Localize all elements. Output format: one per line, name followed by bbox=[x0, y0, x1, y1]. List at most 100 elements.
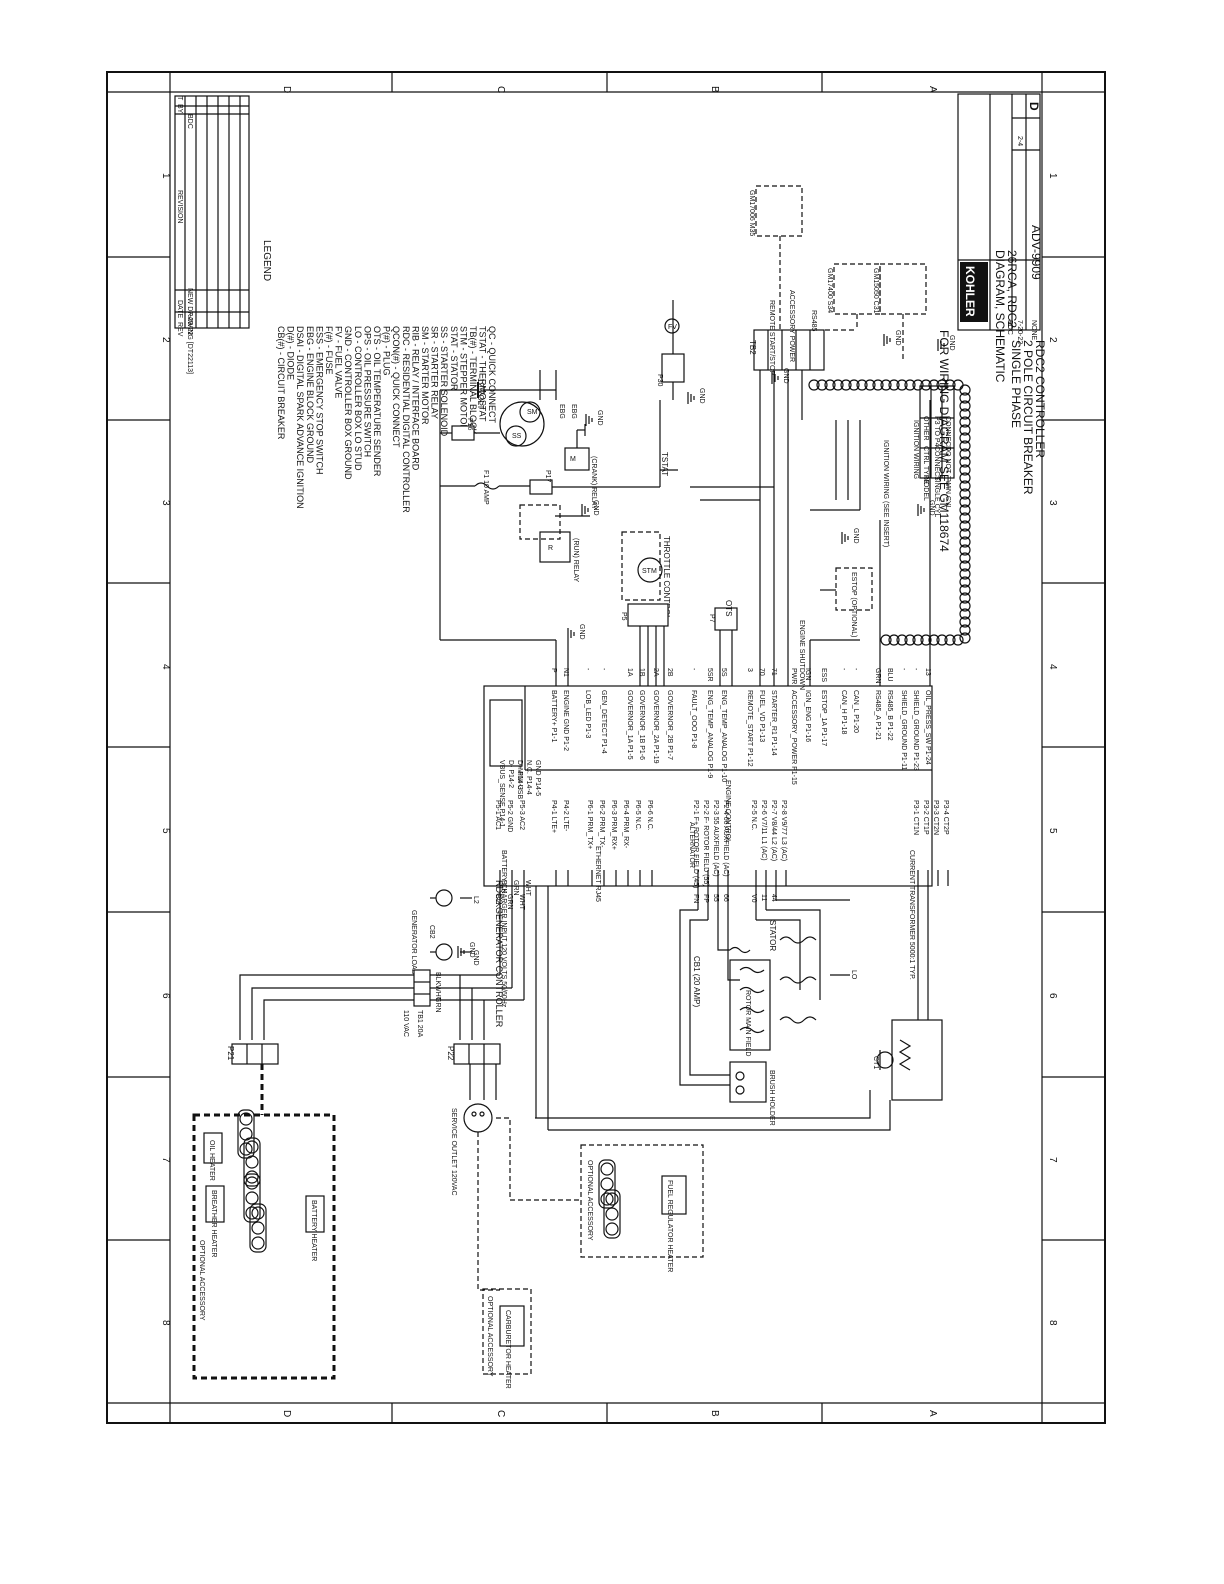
controller-pin: P2-5 N.C. bbox=[750, 800, 757, 831]
wire-label: - bbox=[912, 668, 919, 671]
fuel-valve: FV bbox=[664, 318, 680, 334]
engine-shutdown-label: ENGINE SHUTDOWN bbox=[798, 620, 805, 690]
twisted-pair-loop bbox=[848, 379, 860, 391]
svg-text:P30: P30 bbox=[656, 374, 663, 387]
p21-connector: P21 bbox=[226, 1043, 279, 1115]
controller-pin: P2-8 V9/77 L3 (AC) bbox=[780, 800, 787, 861]
twisted-pair-loop bbox=[959, 512, 971, 524]
twisted-pair-loop bbox=[888, 634, 900, 646]
svg-text:STM: STM bbox=[642, 568, 657, 575]
wire-label: 5S bbox=[720, 668, 727, 677]
twisted-pair-loop bbox=[944, 634, 956, 646]
controller-pin: FAULT_OOO P1-8 bbox=[690, 690, 697, 748]
twisted-pair-loop bbox=[952, 634, 964, 646]
twisted-pair-loop bbox=[920, 379, 932, 391]
twisted-pair-loop bbox=[959, 600, 971, 612]
legend-item: OPS - OIL PRESSURE SWITCH bbox=[362, 326, 372, 457]
twisted-pair-loop bbox=[959, 632, 971, 644]
controller-top-wires bbox=[567, 400, 931, 686]
service-outlet: SERVICE OUTLET 120VAC bbox=[450, 1103, 580, 1291]
gnd-label: GND bbox=[596, 410, 603, 426]
svg-text:NEW DRAWING [DT22113]: NEW DRAWING [DT22113] bbox=[186, 288, 193, 374]
controller-pin: GOVERNOR_2A P1-19 bbox=[652, 690, 659, 764]
svg-text:3: 3 bbox=[1047, 500, 1058, 506]
twisted-pair-loop bbox=[959, 416, 971, 428]
heater-plug-oil-a bbox=[237, 1109, 255, 1159]
gnd-label: GND bbox=[578, 624, 585, 640]
twisted-pair-loop bbox=[959, 448, 971, 460]
starter-solenoid-icon bbox=[505, 425, 527, 447]
ignition-wiring-table: IGNITION WIRING IGNITION WIRING (SEE INS… bbox=[882, 385, 955, 547]
twisted-pair-loop bbox=[959, 536, 971, 548]
legend-item: CB(#) - CIRCUIT BREAKER bbox=[276, 326, 286, 440]
legend-item: F(#) - FUSE bbox=[324, 326, 334, 375]
heater-plug-breather-b bbox=[249, 1203, 267, 1253]
controller-pin: FUEL_VD P1-13 bbox=[758, 690, 765, 742]
controller-pin: P2-6 V7/11 L1 (AC) bbox=[760, 800, 767, 861]
col-letter-bottom-b: B bbox=[709, 1410, 720, 1417]
controller-pin: ENGINE GND P1-2 bbox=[562, 690, 569, 751]
twisted-pair-loop bbox=[959, 464, 971, 476]
generator-load: GENERATOR LOAD CB2 L2 GND bbox=[410, 889, 479, 975]
twisted-pair-loop bbox=[959, 576, 971, 588]
p22-connector: P22 bbox=[446, 1043, 501, 1100]
ots-sender: P7 OTS bbox=[708, 600, 738, 686]
ignition-table-cell: CTRL TYPE bbox=[922, 446, 929, 484]
controller-pin: REMOTE_START P1-12 bbox=[746, 690, 753, 767]
col-letter-top-a: A bbox=[927, 86, 938, 93]
controller-pin: P5-2 GND bbox=[506, 800, 513, 832]
p5-connector: P5 bbox=[620, 603, 669, 686]
svg-text:EBG: EBG bbox=[558, 404, 565, 419]
rs485-label: RS485 bbox=[810, 310, 817, 332]
svg-text:FV: FV bbox=[668, 324, 677, 331]
opt-box-2-label: GM17400 S34 bbox=[826, 268, 833, 313]
twisted-pair-loop bbox=[928, 379, 940, 391]
controller-pin: ESTOP_1A P1-17 bbox=[820, 690, 827, 746]
svg-text:7-20-22: 7-20-22 bbox=[186, 311, 193, 335]
wire-label: FP bbox=[702, 894, 709, 903]
legend-item: FV - FUEL VALVE bbox=[334, 326, 344, 398]
legend-item: STAT - STATOR bbox=[449, 326, 459, 391]
svg-text:LO: LO bbox=[850, 970, 857, 980]
wire-label: 70 bbox=[758, 668, 765, 676]
svg-text:CB2: CB2 bbox=[428, 925, 435, 939]
wire-label: WHT bbox=[518, 894, 525, 911]
twisted-pair-loop bbox=[880, 634, 892, 646]
controller-pin: GOVERNOR_2B P1-7 bbox=[666, 690, 673, 760]
wire-label: BLU bbox=[886, 668, 893, 682]
usb-pin: N.C. P14-4 bbox=[525, 760, 532, 795]
wire-label: IGN bbox=[804, 668, 811, 680]
svg-text:REVISION: REVISION bbox=[176, 190, 183, 223]
tstat-label: TSTAT bbox=[660, 452, 669, 476]
legend-item: STM - STEPPER MOTOR bbox=[458, 326, 468, 431]
brand-logo: KOHLER bbox=[963, 266, 977, 317]
twisted-pair-loop bbox=[959, 608, 971, 620]
drawing-title-2: 26RCA, RDC2 bbox=[1005, 250, 1019, 328]
ignition-table-cell: DO NOT bbox=[944, 446, 951, 474]
ignition-table-cell: SINGLE CYL bbox=[933, 476, 940, 517]
svg-text:8: 8 bbox=[160, 1320, 171, 1326]
gnd-label: GND bbox=[948, 335, 955, 351]
svg-text:L2: L2 bbox=[472, 896, 479, 904]
controller-pin: ACCESSORY_POWER P1-15 bbox=[790, 690, 797, 785]
twisted-pair-loop bbox=[888, 379, 900, 391]
svg-text:4: 4 bbox=[1047, 664, 1058, 670]
controller-pin: P2-7 V8/44 L2 (AC) bbox=[770, 800, 777, 861]
twisted-pair-loop bbox=[944, 379, 956, 391]
svg-text:8: 8 bbox=[1047, 1320, 1058, 1326]
col-letter-bottom-c: C bbox=[495, 1410, 506, 1417]
drawing-scale: NONE bbox=[1030, 320, 1037, 341]
generator-load-label: GENERATOR LOAD bbox=[410, 910, 417, 975]
usb-label: MINI USB bbox=[516, 768, 523, 799]
drawing-title-1: DIAGRAM, SCHEMATIC bbox=[993, 250, 1007, 383]
rotor-label: ROTOR MAIN FIELD bbox=[744, 990, 751, 1056]
twisted-pair-loop bbox=[959, 568, 971, 580]
legend-item: D(#) - DIODE bbox=[286, 326, 296, 380]
svg-text:BLK: BLK bbox=[434, 972, 441, 986]
twisted-pair-loop bbox=[959, 552, 971, 564]
wire-label: - bbox=[584, 668, 591, 671]
wire-label: - bbox=[600, 668, 607, 671]
